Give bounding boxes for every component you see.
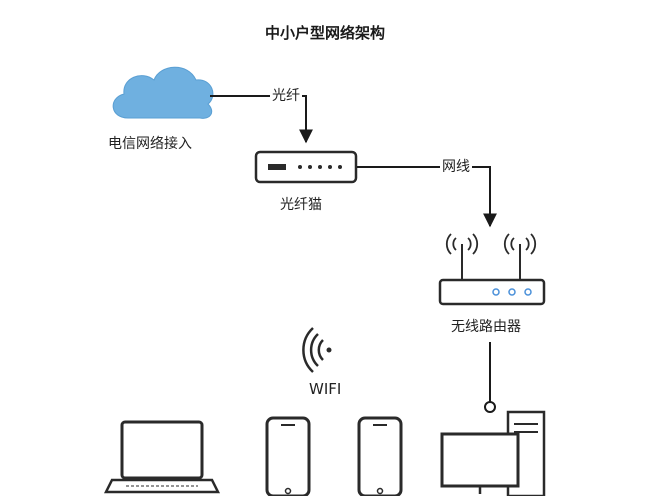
router-icon [438,278,546,306]
wifi-label: WIFI [309,380,342,398]
optical-modem-label: 光纤猫 [280,197,322,213]
smartphone-icon [265,416,311,496]
router-label: 无线路由器 [451,319,521,335]
fiber-connection [210,95,313,144]
router-wired-link [484,342,496,413]
ethernet-edge-label: 网线 [440,159,472,175]
telecom-access-label: 电信网络接入 [108,136,192,152]
fiber-edge-label: 光纤 [270,88,302,104]
router-antenna-left [445,233,479,280]
smartphone-icon [357,416,403,496]
cloud-icon [112,66,214,119]
desktop-computer-icon [440,410,546,496]
wifi-icon [302,327,332,373]
router-antenna-right [503,233,537,280]
ethernet-connection [357,166,497,228]
page-title: 中小户型网络架构 [264,24,385,42]
modem-icon [254,150,358,184]
laptop-icon [103,420,221,494]
